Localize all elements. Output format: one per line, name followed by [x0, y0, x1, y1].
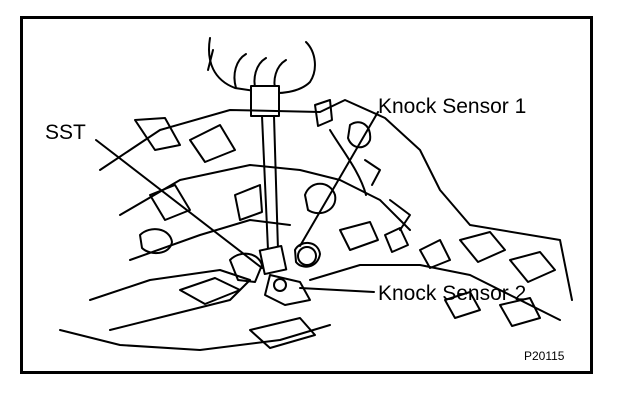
- illustration-frame: [20, 16, 593, 374]
- figure-code: P20115: [524, 349, 565, 363]
- hand-drawing: [207, 37, 316, 95]
- leader-lines: [95, 111, 379, 293]
- knock-sensor-1-label: Knock Sensor 1: [378, 95, 527, 118]
- sst-label: SST: [45, 121, 86, 144]
- engine-block-drawing: [59, 99, 573, 351]
- wrench-tool: [250, 85, 288, 276]
- knock-sensor-2-label: Knock Sensor 2: [378, 282, 527, 305]
